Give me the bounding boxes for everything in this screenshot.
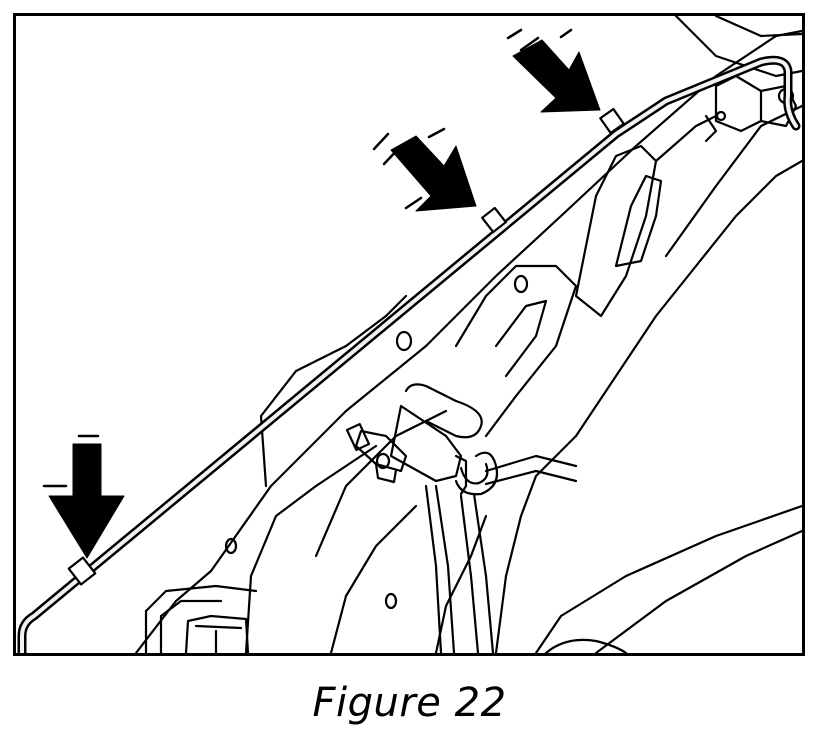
clip-upper <box>599 107 625 135</box>
clip-lower <box>67 556 97 586</box>
connector-assembly <box>329 383 578 653</box>
arrow-down-right-icon <box>372 127 477 212</box>
tube-clips <box>67 107 625 586</box>
figure-caption: Figure 22 <box>312 680 507 726</box>
figure-frame <box>13 13 805 656</box>
clip-middle <box>481 206 507 234</box>
technical-illustration <box>17 16 802 653</box>
arrow-down-right-icon <box>506 28 601 113</box>
routed-tube <box>17 55 801 653</box>
body-panel <box>134 16 802 653</box>
arrow-down-icon <box>42 434 125 559</box>
